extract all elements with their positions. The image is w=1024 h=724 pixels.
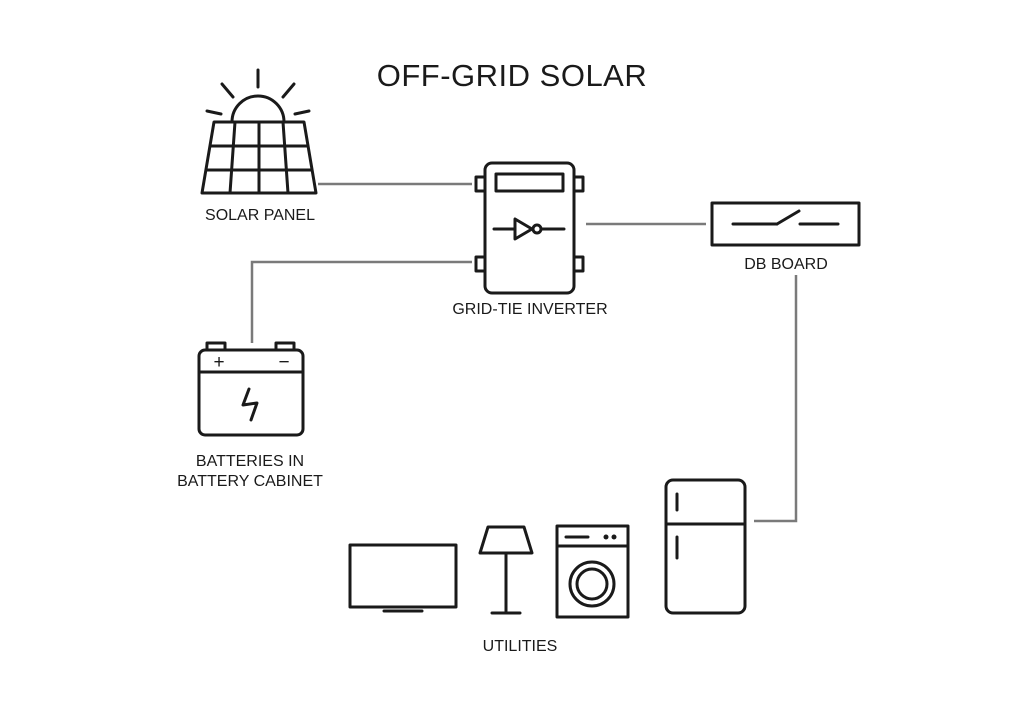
batteries-label-line1: BATTERIES IN (195, 453, 305, 470)
batteries-label-line2: BATTERY CABINET (177, 473, 323, 490)
refrigerator-icon (664, 478, 747, 615)
solar-panel-icon (200, 68, 318, 195)
inverter-icon (474, 161, 585, 295)
battery-icon (197, 341, 305, 437)
utilities-label: UTILITIES (482, 638, 558, 655)
connection-wires (250, 182, 798, 523)
diagram-title: OFF-GRID SOLAR (376, 58, 648, 93)
solar-panel-label: SOLAR PANEL (205, 207, 315, 224)
lamp-icon (478, 525, 534, 615)
db-board-icon (710, 201, 861, 247)
television-icon (348, 543, 458, 613)
inverter-label: GRID-TIE INVERTER (452, 301, 608, 318)
battery-negative-terminal: − (278, 352, 289, 373)
wire-db-board-to-utilities (754, 275, 798, 523)
washing-machine-icon (555, 524, 630, 619)
battery-positive-terminal: + (213, 352, 224, 373)
db-board-label: DB BOARD (744, 256, 828, 273)
wire-battery-to-inverter (250, 260, 472, 343)
